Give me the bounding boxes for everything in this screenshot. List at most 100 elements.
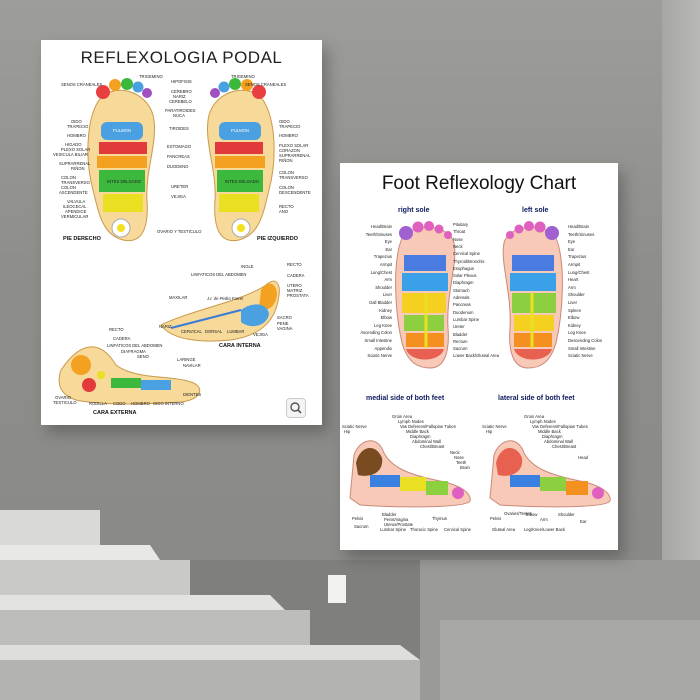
lateral-labels-item: Pelvis <box>490 516 502 521</box>
lateral-labels-item: Leg/Knee/Lower Back <box>524 527 565 532</box>
label-utero: UTERO <box>287 283 302 288</box>
sole-center-item: Diaphragm <box>453 280 474 286</box>
sole-right-item: Spleen <box>568 307 582 313</box>
medial-labels-item: Hip <box>344 429 351 434</box>
poster-reflexologia-podal: REFLEXOLOGIA PODAL <box>41 40 322 425</box>
zoom-icon[interactable] <box>286 398 306 418</box>
label-vesicula-biliar: VESICULA BILIAR <box>53 152 88 157</box>
medial-labels-item: Penis/Vagina <box>384 517 409 522</box>
label-ano: ANO <box>279 209 289 214</box>
sole-center-item: Rectum <box>453 338 468 344</box>
medial-labels-item: Thymus <box>432 516 447 521</box>
label-vermicular: VERMICULAR <box>61 214 89 219</box>
lateral-labels-item: Diaphragm <box>542 434 563 439</box>
label-pie-derecho: PIE DERECHO <box>63 236 101 242</box>
sole-left-item: Sciatic Nerve <box>367 353 392 359</box>
label-pene: PENE <box>277 321 289 326</box>
label-descendente: DESCENDENTE <box>279 190 311 195</box>
sole-left-item: Small Intestine <box>364 338 392 343</box>
medial-labels-item: Chest/Breast <box>420 444 445 449</box>
lateral-labels-item: Elbow <box>526 512 538 517</box>
label-transverso-l: TRANSVERSO <box>61 180 90 185</box>
label-sacro: SACRO <box>277 315 292 320</box>
label-ureter: URETER <box>171 184 189 189</box>
medial-labels-item: Vas Deferens/Fallopian Tubes <box>400 424 456 429</box>
label-navilar: NAVILAR <box>183 363 201 368</box>
label-medial-side: medial side of both feet <box>366 395 445 402</box>
lateral-labels-item: Middle Back <box>538 429 561 434</box>
label-ascendente: ASCENDENTE <box>59 190 88 195</box>
sole-left-item: Arm <box>384 277 392 283</box>
foot-diagram-left-poster <box>58 78 280 405</box>
label-nariz-c: NARIZ <box>173 94 186 99</box>
sole-right-item: Ear <box>568 246 575 252</box>
sole-left-item: Eye <box>384 239 392 245</box>
sole-right-item: Small Intestine <box>568 345 596 351</box>
medial-labels-item: Middle Back <box>406 429 429 434</box>
label-colon-3: COLON <box>279 170 294 175</box>
label-pulmon-r: PULMON <box>113 128 131 133</box>
label-codo: CODO <box>113 401 126 406</box>
sole-right-item: Lung/Chest <box>568 269 590 275</box>
label-nariz-inner: NARIZ <box>159 324 172 329</box>
label-recto-inner: RECTO <box>287 262 302 267</box>
label-rinon-r: RIÑON <box>279 158 293 163</box>
label-cadera-outer: CADERA <box>113 336 131 341</box>
label-colon-4: COLON <box>279 185 294 190</box>
poster-foot-reflexology-chart: Foot Reflexology Chart <box>340 163 618 550</box>
label-recto-r: RECTO <box>279 204 294 209</box>
label-cara-interna: CARA INTERNA <box>219 343 261 349</box>
sole-center-item: Bladder <box>453 331 468 337</box>
sole-center-item: Duodenum <box>453 309 474 315</box>
label-intes-delgado-r: INTES DELGADO <box>107 179 141 184</box>
magnifier-icon <box>290 402 302 414</box>
label-plexo-solar-r: PLEXO SOLAR <box>279 143 309 148</box>
sole-left-item: Ascending Colon <box>360 330 392 336</box>
lateral-labels-item: Hip <box>486 429 493 434</box>
label-ovario-outer: OVARIO <box>55 395 71 400</box>
medial-labels-item: Nose <box>454 455 464 460</box>
sole-left-item: Head/Brain <box>371 224 392 229</box>
sole-right-item: Elbow <box>568 315 580 321</box>
lateral-labels-item: Shoulder <box>558 512 575 517</box>
label-pancreas: PANCREAS <box>167 154 190 159</box>
poster-left-title: REFLEXOLOGIA PODAL <box>80 48 283 67</box>
sole-center-item: Cervical Spine <box>453 251 480 257</box>
label-pulmon-l: PULMON <box>231 128 249 133</box>
label-nuca: NUCA <box>173 113 185 118</box>
label-estomago: ESTOMAGO <box>167 144 192 149</box>
sole-center-item: Lower Back/Gluteal Area <box>453 353 500 359</box>
label-ingle: INGLE <box>241 264 254 269</box>
medial-labels-item: Cervical Spine <box>444 527 471 532</box>
label-senos-craneales-r: SENOS CRANEALES <box>245 82 287 87</box>
medial-labels-item: Thoracic Spine <box>410 527 438 532</box>
lateral-labels-item: Abdominal Wall <box>544 439 573 444</box>
sole-right-item: Arm <box>568 284 576 290</box>
label-right-sole: right sole <box>398 207 430 214</box>
label-lateral-side: lateral side of both feet <box>498 395 575 402</box>
medial-labels-item: Lymph Nodes <box>398 419 424 424</box>
sole-right-item: Shoulder <box>568 292 585 298</box>
sole-left-item: Gall Bladder <box>368 300 392 305</box>
label-trapecio-r: TRAPECIO <box>279 124 301 129</box>
label-rinon-l: RIÑON <box>71 166 85 171</box>
label-cervical: CERVICAL <box>181 329 202 334</box>
sole-right-item: Descending Colon <box>568 338 603 343</box>
sole-left-item: Leg Knee <box>374 322 392 328</box>
label-duodeno: DUODENO <box>167 164 189 169</box>
lateral-labels-item: Ovaries/Testes <box>504 511 532 516</box>
label-trigemino-r: TRIGEMINO <box>231 74 255 79</box>
sole-center-item: Solar Plexus <box>453 273 477 279</box>
sole-left-item: Elbow <box>380 315 392 321</box>
label-colon-1: COLON <box>61 175 76 180</box>
label-dorsal: DORSAL <box>205 329 223 334</box>
medial-labels-item: Lumbar Spine <box>380 527 407 532</box>
sole-center-item: Adrenals <box>453 295 470 300</box>
foot-diagram-right-poster <box>349 221 611 508</box>
label-suprarrenal-r: SUPRARRENAL <box>279 153 311 158</box>
label-paratiroides: PARATIROIDES <box>165 108 196 113</box>
label-cara-externa: CARA EXTERNA <box>93 410 137 416</box>
label-apendice: APENDICE <box>65 209 87 214</box>
label-author: J.I. de Pedro Farrer <box>207 296 244 301</box>
